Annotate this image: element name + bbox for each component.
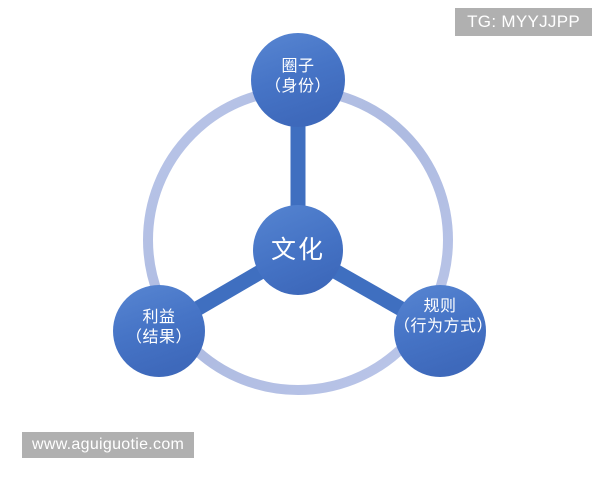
site-watermark: www.aguiguotie.com — [22, 432, 195, 458]
tg-badge: TG: MYYJJPP — [455, 8, 592, 36]
site-watermark-text: www.aguiguotie.com — [32, 436, 185, 453]
node-circle-identity[interactable] — [251, 33, 345, 127]
node-circle-culture[interactable] — [253, 205, 343, 295]
node-circle-rules[interactable] — [394, 285, 486, 377]
tg-badge-text: TG: MYYJJPP — [467, 12, 580, 31]
node-circle-benefit[interactable] — [113, 285, 205, 377]
